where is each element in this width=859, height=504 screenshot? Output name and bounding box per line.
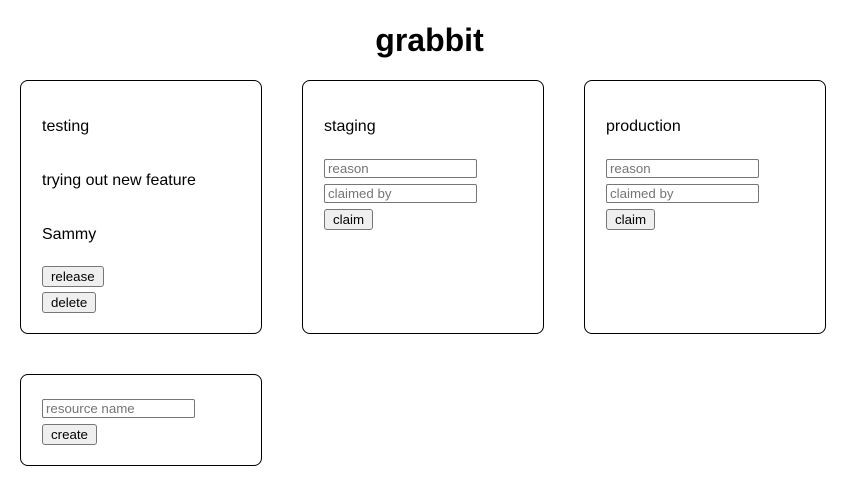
- reason-input[interactable]: [606, 159, 759, 179]
- resource-card-production: production claim: [584, 80, 826, 335]
- claimed-by-input[interactable]: [606, 184, 759, 204]
- claim-button[interactable]: claim: [324, 209, 374, 231]
- create-resource-card: create: [20, 374, 262, 467]
- resource-name-label: production: [606, 118, 681, 136]
- create-button[interactable]: create: [42, 424, 97, 446]
- reason-input[interactable]: [324, 159, 477, 179]
- resource-name-input[interactable]: [42, 399, 195, 419]
- claim-button[interactable]: claim: [606, 209, 656, 231]
- resources-row: testing trying out new feature Sammy rel…: [20, 80, 859, 335]
- claim-reason-text: trying out new feature: [42, 172, 196, 190]
- app-title: grabbit: [375, 22, 484, 58]
- resource-card-testing: testing trying out new feature Sammy rel…: [20, 80, 262, 335]
- delete-button[interactable]: delete: [42, 292, 97, 314]
- claimed-by-text: Sammy: [42, 226, 97, 244]
- claimed-by-input[interactable]: [324, 184, 477, 204]
- release-button[interactable]: release: [42, 266, 104, 288]
- resource-name-label: testing: [42, 118, 90, 136]
- resource-card-staging: staging claim: [302, 80, 544, 335]
- resource-name-label: staging: [324, 118, 376, 136]
